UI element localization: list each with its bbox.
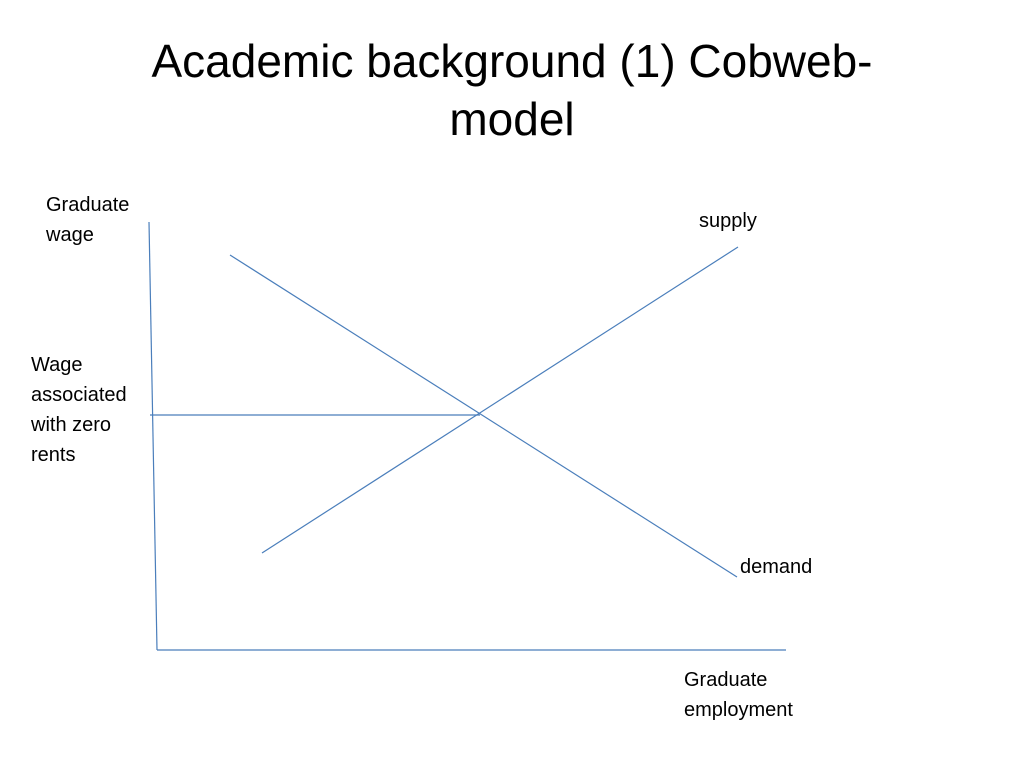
zero-rent-wage-label: Wage associated with zero rents: [31, 350, 127, 470]
x-axis-label-line-2: employment: [684, 699, 793, 721]
supply-label: supply: [699, 210, 757, 232]
demand-label: demand: [740, 556, 813, 578]
slide-title-line-1: Academic background (1) Cobweb-: [151, 35, 873, 87]
y-axis-label-line-1: Graduate: [46, 194, 130, 216]
y-axis: [148, 221, 158, 651]
x-axis-label: Graduate employment: [684, 665, 793, 725]
supply-line: [261, 246, 739, 554]
slide-title-line-2: model: [449, 93, 575, 145]
y-axis-label: Graduate wage: [46, 190, 129, 250]
zero-rent-wage-label-line-2: associated: [31, 384, 127, 406]
zero-rent-wage-label-line-4: rents: [31, 444, 76, 466]
x-axis-label-line-1: Graduate: [684, 669, 768, 691]
demand-line: [229, 254, 738, 578]
y-axis-label-line-2: wage: [46, 224, 94, 246]
zero-rent-wage-label-line-1: Wage: [31, 354, 83, 376]
slide-title: Academic background (1) Cobweb- model: [60, 32, 964, 148]
zero-rent-wage-label-line-3: with zero: [31, 414, 112, 436]
